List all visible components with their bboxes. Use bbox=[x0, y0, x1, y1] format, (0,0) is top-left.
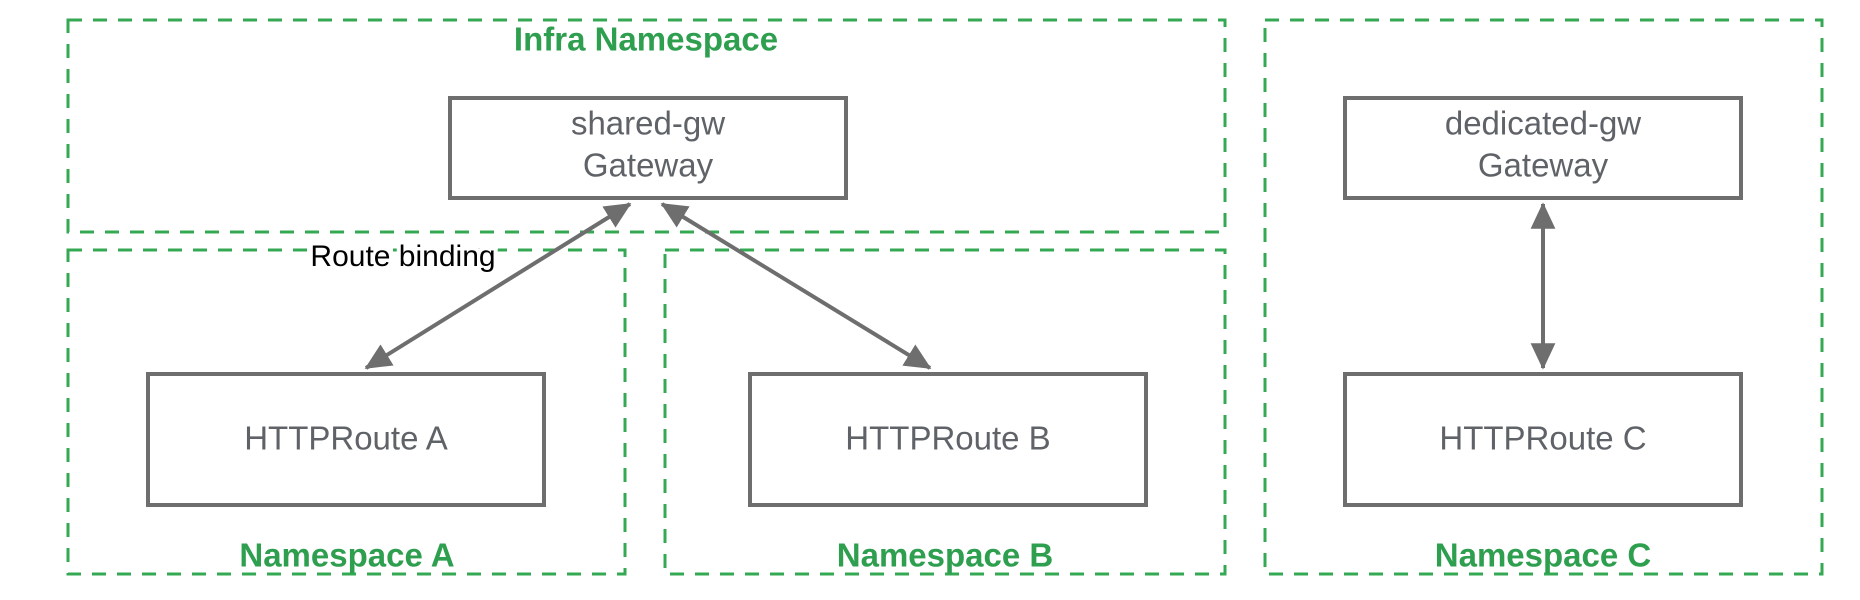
node-dedicated-gw-gateway-line1: dedicated-gw bbox=[1445, 105, 1641, 142]
edge-labels: Route binding Route binding bbox=[306, 236, 499, 277]
namespace-infra[interactable]: Infra Namespace bbox=[66, 18, 1227, 234]
node-shared-gw-gateway-box bbox=[448, 96, 848, 200]
nodes: shared-gw Gateway dedicated-gw Gateway H… bbox=[146, 96, 1743, 507]
node-httproute-a-label: HTTPRoute A bbox=[244, 420, 448, 457]
namespace-b-border bbox=[663, 248, 1227, 576]
node-httproute-b[interactable]: HTTPRoute B bbox=[748, 372, 1148, 507]
node-httproute-a[interactable]: HTTPRoute A bbox=[146, 372, 546, 507]
node-httproute-b-label: HTTPRoute B bbox=[845, 420, 1050, 457]
edge-httproute-a-to-shared-gw[interactable] bbox=[364, 202, 632, 370]
route-binding-label: Route binding bbox=[310, 240, 495, 273]
namespace-frames: Infra Namespace Namespace A Namespace B … bbox=[66, 18, 1824, 576]
namespace-b[interactable]: Namespace B bbox=[663, 248, 1227, 576]
node-httproute-c-box bbox=[1343, 372, 1743, 507]
node-dedicated-gw-gateway[interactable]: dedicated-gw Gateway bbox=[1343, 96, 1743, 200]
namespace-a-label: Namespace A bbox=[239, 537, 454, 574]
namespace-c-border bbox=[1263, 18, 1824, 576]
node-httproute-a-box bbox=[146, 372, 546, 507]
node-httproute-c[interactable]: HTTPRoute C bbox=[1343, 372, 1743, 507]
node-shared-gw-gateway-line1: shared-gw bbox=[571, 105, 725, 142]
edge-httproute-b-to-shared-gw[interactable] bbox=[660, 202, 932, 370]
node-shared-gw-gateway-line2: Gateway bbox=[583, 147, 714, 184]
namespace-a-border bbox=[66, 248, 627, 576]
node-shared-gw-gateway[interactable]: shared-gw Gateway bbox=[448, 96, 848, 200]
node-dedicated-gw-gateway-line2: Gateway bbox=[1478, 147, 1609, 184]
node-httproute-b-box bbox=[748, 372, 1148, 507]
namespace-a[interactable]: Namespace A bbox=[66, 248, 627, 576]
namespace-c-label: Namespace C bbox=[1435, 537, 1651, 574]
namespace-b-label: Namespace B bbox=[837, 537, 1053, 574]
route-binding-label-halo: Route binding bbox=[310, 240, 495, 273]
namespace-c[interactable]: Namespace C bbox=[1263, 18, 1824, 576]
node-dedicated-gw-gateway-box bbox=[1343, 96, 1743, 200]
edges bbox=[364, 202, 1556, 370]
namespace-infra-border bbox=[66, 18, 1227, 234]
node-httproute-c-label: HTTPRoute C bbox=[1439, 420, 1646, 457]
namespace-infra-label: Infra Namespace bbox=[514, 21, 778, 58]
